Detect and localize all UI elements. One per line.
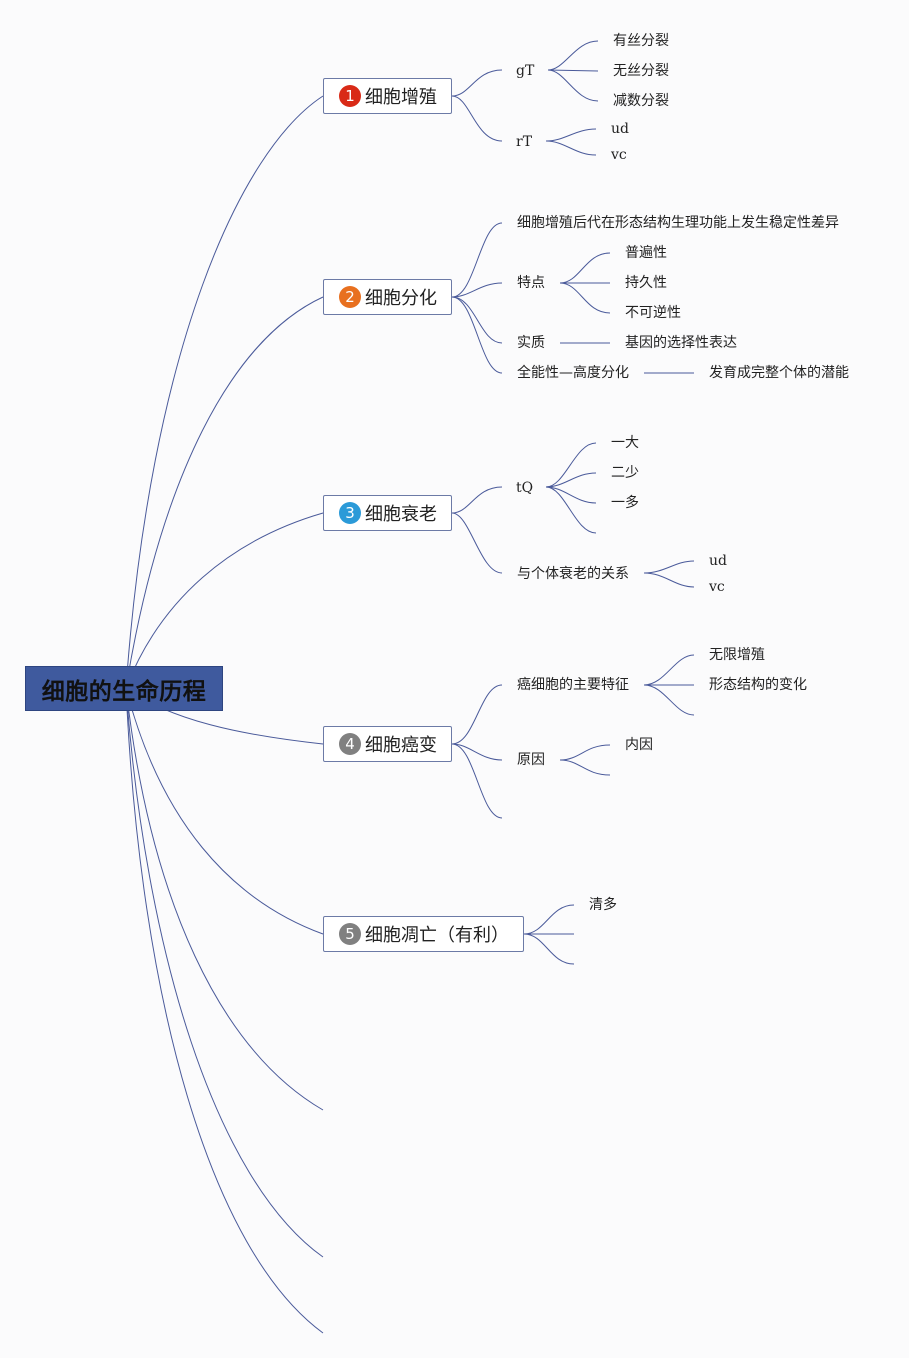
link-root-topic-2 (125, 296, 324, 689)
node-vc[interactable]: vc (611, 147, 627, 163)
link-t2-totipotency (451, 296, 503, 374)
link-relation-1 (643, 560, 695, 574)
link-tQ-2 (545, 472, 597, 488)
node-relation-individual-aging[interactable]: 与个体衰老的关系 (517, 566, 629, 582)
link-t1-rT (451, 95, 503, 142)
topic-cell-canceration[interactable]: 4 细胞癌变 (323, 726, 452, 762)
link-root-topic-5 (125, 687, 324, 935)
node-gT[interactable]: gT (516, 63, 535, 79)
link-gT-2 (547, 69, 599, 72)
root-topic[interactable]: 细胞的生命历程 (25, 666, 223, 711)
link-t2-essence (451, 296, 503, 344)
topic-cell-differentiation[interactable]: 2 细胞分化 (323, 279, 452, 315)
node-essence[interactable]: 实质 (517, 335, 545, 351)
topic-cell-aging[interactable]: 3 细胞衰老 (323, 495, 452, 531)
topic-label: 细胞癌变 (365, 735, 437, 756)
node-unlimited-proliferation[interactable]: 无限增殖 (709, 647, 765, 663)
number-badge-3: 3 (339, 502, 361, 524)
topic-apoptosis[interactable]: 5 细胞凋亡（有利） (323, 916, 524, 952)
link-gT-3 (547, 69, 599, 102)
link-t4-empty (451, 743, 503, 819)
node-ud[interactable]: ud (709, 553, 727, 569)
node-two-less[interactable]: 二少 (611, 465, 639, 481)
link-t2-def (451, 222, 503, 298)
node-irreversibility[interactable]: 不可逆性 (625, 305, 681, 321)
link-tQ-4 (545, 486, 597, 534)
node-features[interactable]: 特点 (517, 275, 545, 291)
node-universality[interactable]: 普遍性 (625, 245, 667, 261)
node-one-more[interactable]: 一多 (611, 495, 639, 511)
node-rT[interactable]: rT (516, 134, 533, 150)
root-label: 细胞的生命历程 (41, 678, 207, 705)
link-cancer-3 (643, 684, 695, 716)
node-internal-cause[interactable]: 内因 (625, 737, 653, 753)
link-root-topic-1 (125, 95, 324, 689)
link-rT-1 (545, 128, 597, 142)
topic-label: 细胞分化 (365, 288, 437, 309)
link-t5-1 (523, 904, 575, 935)
node-meiosis[interactable]: 减数分裂 (613, 93, 669, 109)
link-gT-1 (547, 40, 599, 71)
link-cancer-1 (643, 654, 695, 686)
link-t4-cancer (451, 684, 503, 745)
node-one-big[interactable]: 一大 (611, 435, 639, 451)
node-definition[interactable]: 细胞增殖后代在形态结构生理功能上发生稳定性差异 (517, 215, 839, 231)
number-badge-2: 2 (339, 286, 361, 308)
node-totipotency[interactable]: 全能性—高度分化 (517, 365, 629, 381)
node-mitosis[interactable]: 有丝分裂 (613, 33, 669, 49)
topic-label: 细胞增殖 (365, 87, 437, 108)
link-rT-2 (545, 140, 597, 156)
topic-cell-proliferation[interactable]: 1 细胞增殖 (323, 78, 452, 114)
node-clear-more[interactable]: 清多 (589, 897, 617, 913)
node-ud[interactable]: ud (611, 121, 629, 137)
link-t3-tQ (451, 486, 503, 514)
node-amitosis[interactable]: 无丝分裂 (613, 63, 669, 79)
link-root-topic-3 (125, 512, 324, 689)
link-root-empty-1 (125, 687, 324, 1111)
topic-label: 细胞凋亡（有利） (365, 925, 509, 946)
link-t1-gT (451, 69, 503, 97)
link-feature-1 (559, 252, 611, 284)
node-vc[interactable]: vc (709, 579, 725, 595)
link-t2-feature (451, 282, 503, 298)
node-selective-expression[interactable]: 基因的选择性表达 (625, 335, 737, 351)
node-persistence[interactable]: 持久性 (625, 275, 667, 291)
number-badge-5: 5 (339, 923, 361, 945)
node-morphology-change[interactable]: 形态结构的变化 (709, 677, 807, 693)
link-root-empty-2 (125, 687, 324, 1258)
link-feature-3 (559, 282, 611, 314)
link-cause-1 (559, 744, 611, 761)
topic-label: 细胞衰老 (365, 504, 437, 525)
node-cancer-features[interactable]: 癌细胞的主要特征 (517, 677, 629, 693)
link-t5-3 (523, 933, 575, 965)
link-relation-2 (643, 572, 695, 588)
node-tQ[interactable]: tQ (516, 480, 534, 496)
link-root-empty-3 (125, 687, 324, 1334)
node-cause[interactable]: 原因 (517, 752, 545, 768)
number-badge-1: 1 (339, 85, 361, 107)
link-t3-relation (451, 512, 503, 574)
link-tQ-1 (545, 442, 597, 488)
node-potential[interactable]: 发育成完整个体的潜能 (709, 365, 849, 381)
number-badge-4: 4 (339, 733, 361, 755)
link-cause-2 (559, 759, 611, 776)
